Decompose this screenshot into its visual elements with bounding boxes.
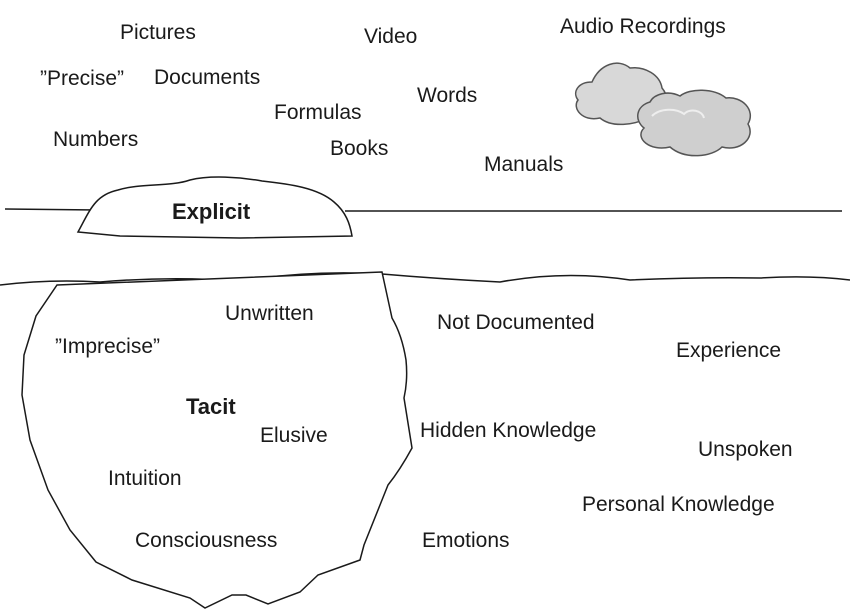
- label-experience: Experience: [676, 339, 782, 362]
- label-emotions: Emotions: [422, 529, 510, 552]
- label-intuition: Intuition: [108, 467, 182, 490]
- label-precise: ”Precise”: [40, 67, 125, 90]
- explicit-title: Explicit: [172, 199, 251, 224]
- label-books: Books: [330, 137, 389, 160]
- label-pictures: Pictures: [120, 21, 196, 44]
- cloud-front: [637, 89, 751, 157]
- label-consciousness: Consciousness: [135, 529, 278, 552]
- label-not-documented: Not Documented: [437, 311, 595, 334]
- label-words: Words: [417, 84, 478, 107]
- sea-wave-line: [0, 272, 850, 286]
- iceberg-tip: [76, 176, 353, 239]
- label-video: Video: [364, 25, 418, 48]
- label-audio-recordings: Audio Recordings: [560, 15, 726, 38]
- label-elusive: Elusive: [260, 424, 328, 447]
- label-unspoken: Unspoken: [698, 438, 793, 461]
- label-formulas: Formulas: [274, 101, 362, 124]
- label-unwritten: Unwritten: [225, 302, 314, 325]
- label-numbers: Numbers: [53, 128, 139, 151]
- upper-water-line: [4, 208, 842, 212]
- label-manuals: Manuals: [484, 153, 564, 176]
- tacit-title: Tacit: [186, 394, 236, 419]
- label-hidden-knowledge: Hidden Knowledge: [420, 419, 597, 442]
- cloud-icon: [574, 62, 751, 157]
- cloud-highlight: [651, 108, 705, 119]
- label-documents: Documents: [154, 66, 261, 89]
- label-imprecise: ”Imprecise”: [55, 335, 161, 358]
- label-personal-knowledge: Personal Knowledge: [582, 493, 775, 516]
- iceberg-body: [21, 271, 413, 609]
